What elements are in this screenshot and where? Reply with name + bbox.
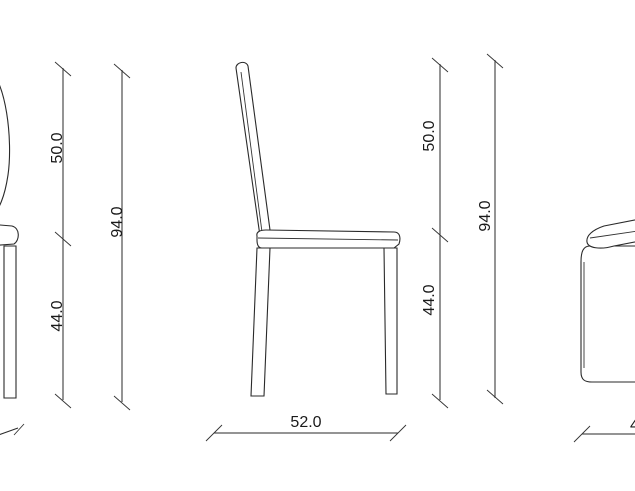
side-view-front-leg xyxy=(383,247,398,395)
dimension-line-right-width-partial xyxy=(573,425,635,443)
dimension-line-left-stacked xyxy=(54,61,72,409)
right-width-partial-label: 4 xyxy=(630,417,635,434)
side-seat-height-label: 44.0 xyxy=(421,284,438,315)
dimension-line-side-stacked xyxy=(431,57,449,409)
front-view-backrest xyxy=(0,85,11,206)
top-view-backrest xyxy=(586,219,635,249)
top-view-seat xyxy=(580,245,635,383)
left-total-height-label: 94.0 xyxy=(109,206,126,237)
top-view-chair xyxy=(580,219,635,383)
side-view-back-leg xyxy=(250,247,271,397)
side-total-height-label: 94.0 xyxy=(477,200,494,231)
dimension-line-side-width xyxy=(205,424,407,442)
left-backrest-height-label: 50.0 xyxy=(49,132,66,163)
dimension-line-side-total xyxy=(486,53,504,405)
front-view-chair xyxy=(0,85,19,399)
side-width-label: 52.0 xyxy=(290,414,321,431)
dimension-line-left-width-partial xyxy=(0,423,25,436)
dimension-line-left-total xyxy=(113,63,131,411)
front-view-seat xyxy=(0,224,19,246)
side-view-chair xyxy=(235,61,401,397)
side-backrest-height-label: 50.0 xyxy=(421,120,438,151)
front-view-leg xyxy=(3,245,17,399)
side-view-backrest xyxy=(235,61,271,237)
left-seat-height-label: 44.0 xyxy=(49,300,66,331)
